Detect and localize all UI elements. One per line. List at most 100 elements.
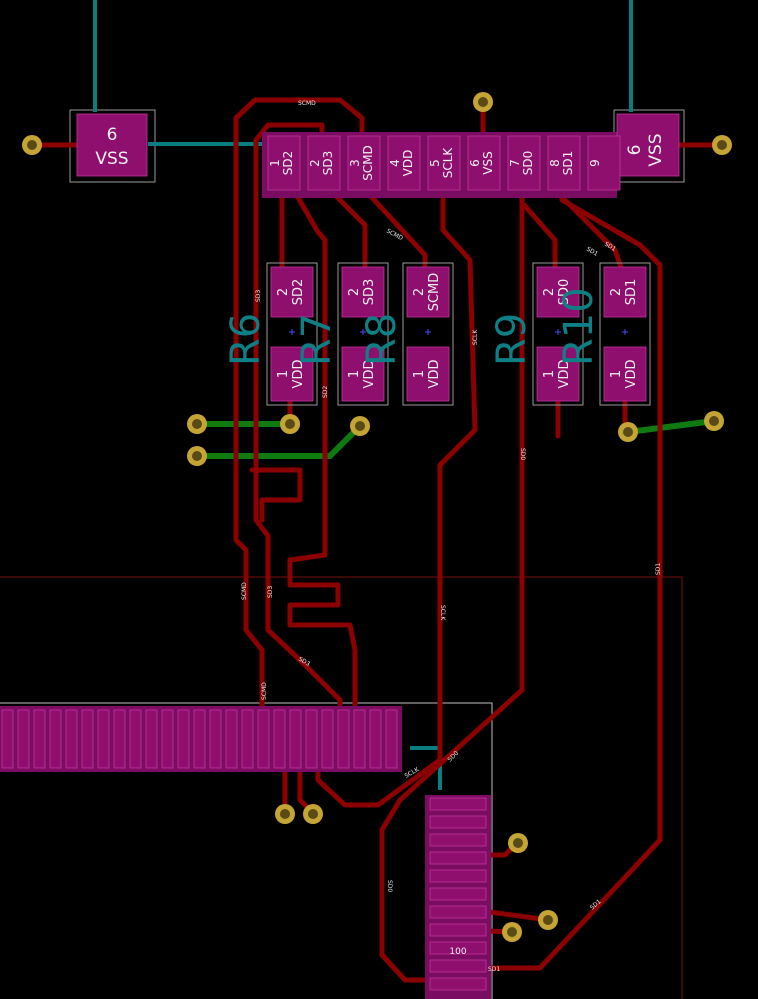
vertical-pad[interactable]	[429, 923, 487, 937]
edge-pad[interactable]	[241, 709, 254, 769]
connector-pin-num: 7	[508, 159, 522, 167]
via[interactable]	[704, 411, 724, 431]
resistor-top-name: SD2	[291, 279, 306, 306]
resistor-pad-top[interactable]	[270, 266, 314, 318]
via[interactable]	[303, 804, 323, 824]
edge-pad[interactable]	[209, 709, 222, 769]
vertical-pad[interactable]	[429, 887, 487, 901]
resistor-top-num: 2	[609, 288, 624, 296]
via[interactable]	[473, 92, 493, 112]
vertical-pad[interactable]	[429, 869, 487, 883]
via[interactable]	[187, 446, 207, 466]
resistor-pad-bottom[interactable]	[406, 346, 450, 402]
resistor-top-num: 2	[412, 288, 427, 296]
via[interactable]	[280, 414, 300, 434]
vertical-pad[interactable]	[429, 851, 487, 865]
edge-pad[interactable]	[321, 709, 334, 769]
connector-pin-name: SCMD	[361, 145, 375, 181]
edge-pad[interactable]	[65, 709, 78, 769]
edge-pad[interactable]	[113, 709, 126, 769]
resistor-ref-label: R9	[489, 313, 535, 366]
edge-pad[interactable]	[17, 709, 30, 769]
via[interactable]	[618, 422, 638, 442]
connector-pin-num: 3	[348, 159, 362, 167]
resistor-pad-bottom[interactable]	[603, 346, 647, 402]
vertical-pad[interactable]	[429, 815, 487, 829]
resistor-pad-top[interactable]	[603, 266, 647, 318]
right-shield-num: 6	[625, 145, 645, 156]
edge-pad[interactable]	[97, 709, 110, 769]
resistor-pad-top[interactable]	[536, 266, 580, 318]
via[interactable]	[502, 922, 522, 942]
left-shield-pad[interactable]: 6 VSS	[76, 113, 148, 177]
vertical-pad[interactable]	[429, 977, 487, 991]
via[interactable]	[350, 416, 370, 436]
edge-pad[interactable]	[385, 709, 398, 769]
net-label-sd1-bottom: SD1	[488, 966, 500, 973]
resistor-pad-top[interactable]	[341, 266, 385, 318]
connector-pin-name: VSS	[481, 151, 495, 174]
vias	[22, 92, 732, 942]
net-label-sd3-vert: SD3	[255, 290, 262, 302]
edge-pad[interactable]	[161, 709, 174, 769]
edge-pad[interactable]	[257, 709, 270, 769]
via[interactable]	[712, 135, 732, 155]
edge-pad[interactable]	[337, 709, 350, 769]
edge-pad[interactable]	[129, 709, 142, 769]
resistor-ref-label: R7	[294, 313, 340, 366]
left-shield-name: VSS	[95, 149, 128, 169]
right-shield-pad[interactable]: 6 VSS	[616, 113, 680, 177]
via[interactable]	[275, 804, 295, 824]
vertical-pad[interactable]	[429, 905, 487, 919]
vertical-pad[interactable]	[429, 797, 487, 811]
via[interactable]	[508, 833, 528, 853]
edge-pad[interactable]	[225, 709, 238, 769]
edge-pad[interactable]	[193, 709, 206, 769]
via[interactable]	[538, 910, 558, 930]
connector-pin-num: 1	[268, 159, 282, 167]
edge-pad[interactable]	[273, 709, 286, 769]
vertical-pad[interactable]	[429, 833, 487, 847]
connector-pin-9[interactable]: 9	[587, 135, 621, 191]
via[interactable]	[22, 135, 42, 155]
edge-pad[interactable]	[353, 709, 366, 769]
resistor-pad-bottom[interactable]	[341, 346, 385, 402]
edge-pad[interactable]	[369, 709, 382, 769]
edge-pad[interactable]	[177, 709, 190, 769]
resistor-top-num: 2	[347, 288, 362, 296]
resistor-bottom-num: 1	[347, 370, 362, 378]
resistor-pad-bottom[interactable]	[536, 346, 580, 402]
edge-pad[interactable]	[33, 709, 46, 769]
resistor-bottom-name: VDD	[362, 360, 377, 389]
resistor-pad-bottom[interactable]	[270, 346, 314, 402]
edge-pad[interactable]	[145, 709, 158, 769]
net-label-sclk-vert: SCLK	[472, 329, 479, 345]
connector-pin-num: 8	[548, 159, 562, 167]
edge-pad[interactable]	[305, 709, 318, 769]
edge-pad[interactable]	[1, 709, 14, 769]
vertical-pad[interactable]	[429, 941, 487, 955]
edge-pad[interactable]	[49, 709, 62, 769]
resistor-pad-top[interactable]	[406, 266, 450, 318]
edge-pad[interactable]	[81, 709, 94, 769]
vertical-pad[interactable]	[429, 959, 487, 973]
via[interactable]	[187, 414, 207, 434]
resistor-top-num: 2	[542, 288, 557, 296]
edge-pad[interactable]	[289, 709, 302, 769]
resistor-ref-label: R10	[556, 287, 602, 366]
net-label-sd2-vert: SD2	[322, 386, 329, 398]
